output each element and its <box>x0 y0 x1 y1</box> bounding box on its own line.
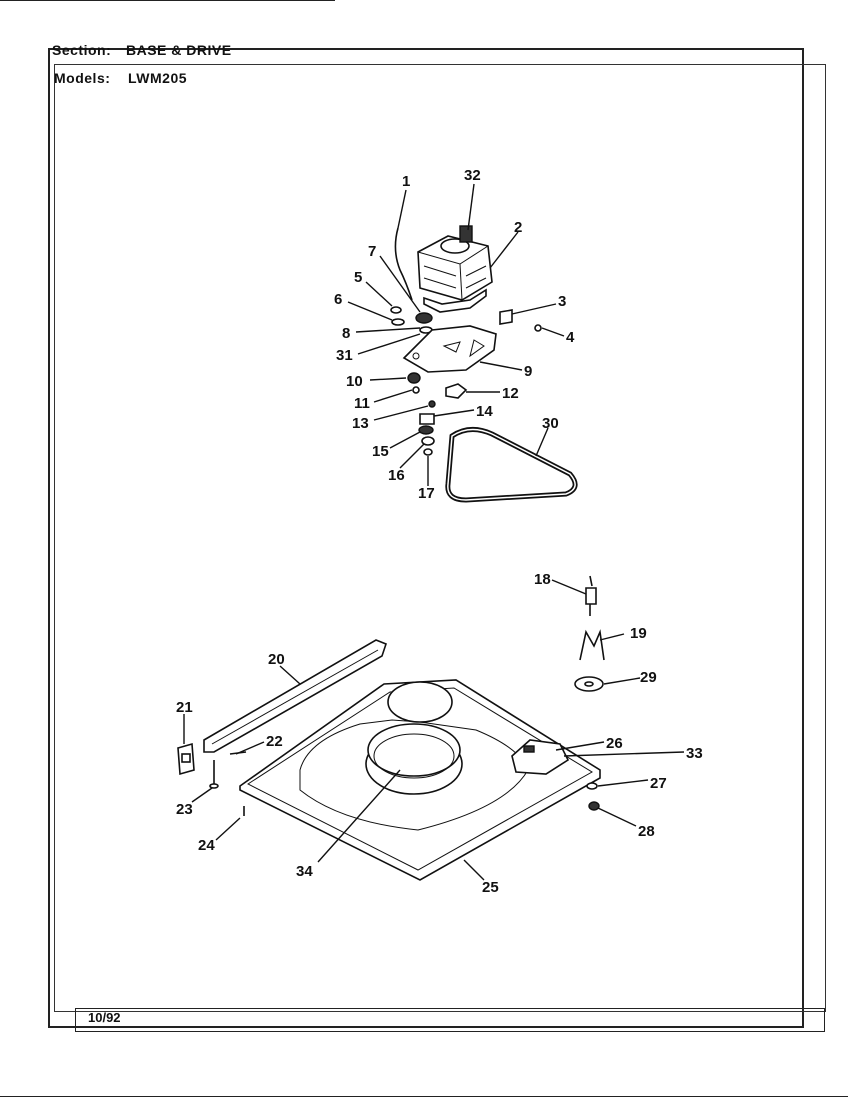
models-row: Models: LWM205 <box>54 70 187 86</box>
nut-28 <box>588 801 600 811</box>
callout-5: 5 <box>354 269 362 286</box>
callout-32: 32 <box>464 167 481 184</box>
callout-labels: 1 2 3 4 5 6 7 8 9 10 11 12 13 14 15 16 1… <box>176 167 703 896</box>
callout-14: 14 <box>476 403 493 420</box>
washer-17 <box>423 448 433 456</box>
spacer-14 <box>419 413 435 425</box>
wire-harness <box>394 227 413 301</box>
motor-assembly <box>417 225 493 313</box>
models-value: LWM205 <box>128 70 188 86</box>
callout-2: 2 <box>514 219 522 236</box>
callout-12: 12 <box>502 385 519 402</box>
revision-date: 10/92 <box>88 1010 121 1025</box>
pulley-7 <box>415 312 433 324</box>
callout-15: 15 <box>372 443 389 460</box>
callout-34: 34 <box>296 863 313 880</box>
callout-10: 10 <box>346 373 363 390</box>
bottom-rule <box>0 1096 848 1097</box>
section-label: Section: <box>52 42 112 58</box>
callout-6: 6 <box>334 291 342 308</box>
callout-30: 30 <box>542 415 559 432</box>
callout-19: 19 <box>630 625 647 642</box>
opening-top <box>387 681 453 723</box>
brace-rail <box>203 639 387 753</box>
callout-4: 4 <box>566 329 575 346</box>
callout-18: 18 <box>534 571 551 588</box>
callout-29: 29 <box>640 669 657 686</box>
callout-33: 33 <box>686 745 703 762</box>
washer-27 <box>586 782 598 790</box>
spring-18 <box>585 575 597 616</box>
top-rule <box>0 0 335 1</box>
callout-7: 7 <box>368 243 376 260</box>
page-frame <box>48 48 804 1028</box>
callout-23: 23 <box>176 801 193 818</box>
callout-8: 8 <box>342 325 350 342</box>
drive-belt <box>445 427 578 503</box>
hub-ring <box>365 723 463 795</box>
nut-15 <box>418 425 434 435</box>
callout-21: 21 <box>176 699 193 716</box>
callout-20: 20 <box>268 651 285 668</box>
callout-1: 1 <box>402 173 410 190</box>
models-label: Models: <box>54 70 111 86</box>
section-value: BASE & DRIVE <box>126 42 232 58</box>
callout-3: 3 <box>558 293 566 310</box>
inner-frame <box>54 64 826 1012</box>
callout-28: 28 <box>638 823 655 840</box>
callout-16: 16 <box>388 467 405 484</box>
callout-11: 11 <box>354 395 370 412</box>
callout-22: 22 <box>266 733 283 750</box>
washer-16 <box>421 436 435 446</box>
callout-25: 25 <box>482 879 499 896</box>
bearing-12 <box>445 383 468 399</box>
callout-17: 17 <box>418 485 435 502</box>
washer-11 <box>412 386 420 394</box>
callout-27: 27 <box>650 775 667 792</box>
washer-13 <box>428 400 436 408</box>
nut-10 <box>407 372 421 384</box>
bracket-3 <box>499 309 513 325</box>
callout-31: 31 <box>336 347 353 364</box>
screw-4 <box>534 324 542 332</box>
callout-24: 24 <box>198 837 215 854</box>
callout-13: 13 <box>352 415 369 432</box>
washer-6 <box>391 318 405 326</box>
callout-26: 26 <box>606 735 623 752</box>
callout-9: 9 <box>524 363 532 380</box>
washer-5 <box>390 306 402 314</box>
clip-19 <box>579 629 605 661</box>
leader-lines <box>183 183 685 881</box>
footer-bar <box>75 1008 825 1032</box>
section-row: Section: BASE & DRIVE <box>52 42 232 58</box>
